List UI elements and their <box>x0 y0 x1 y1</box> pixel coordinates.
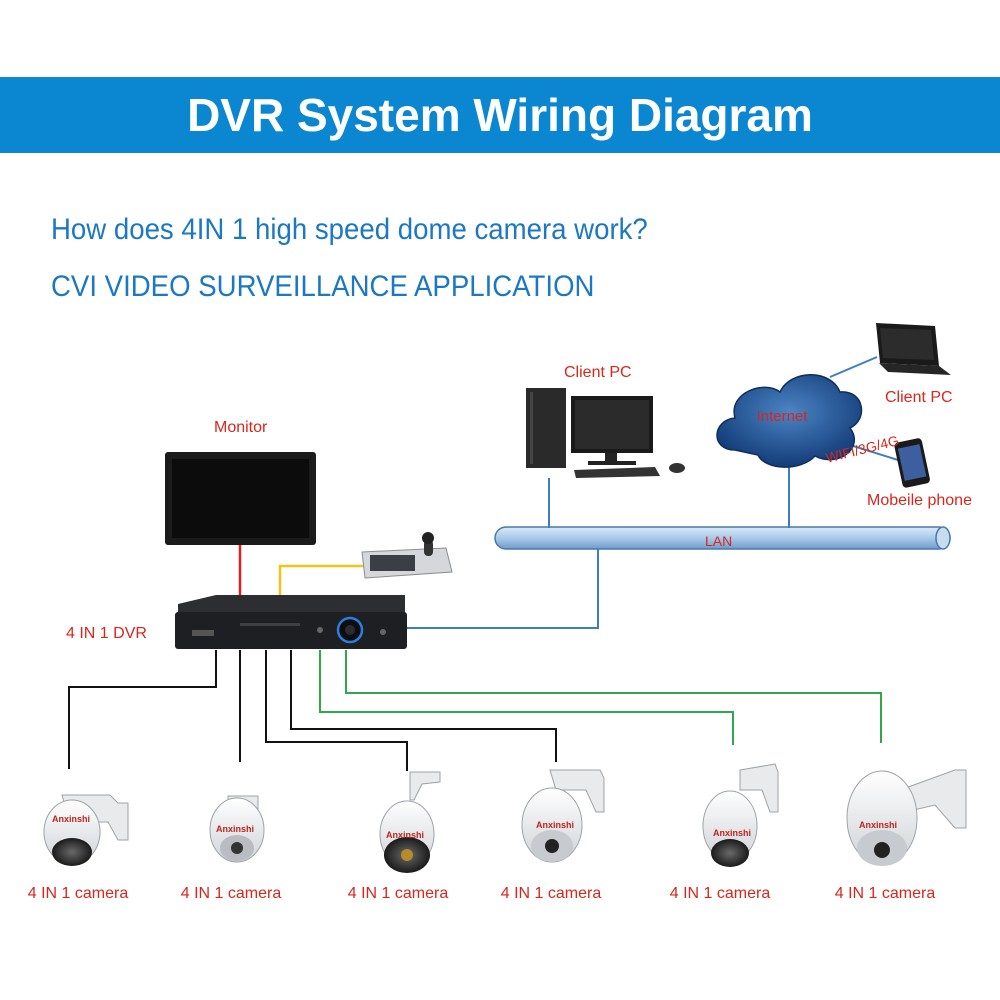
camera-label-2: 4 IN 1 camera <box>180 885 282 902</box>
client-pc-desktop-label: Client PC <box>564 364 632 381</box>
mobile-phone <box>894 438 930 488</box>
camera-label-1: 4 IN 1 camera <box>27 885 129 902</box>
dvr-label: 4 IN 1 DVR <box>66 625 147 642</box>
lan-bus <box>494 526 951 550</box>
brand-mark-4: Anxinshi <box>536 820 574 830</box>
camera-label-6: 4 IN 1 camera <box>834 885 936 902</box>
brand-mark-2: Anxinshi <box>216 824 254 834</box>
camera-cables <box>68 650 882 771</box>
lan-label: LAN <box>705 533 733 549</box>
dvr-device <box>175 595 407 649</box>
camera-label-4: 4 IN 1 camera <box>500 885 602 902</box>
dome-camera-6 <box>846 769 967 866</box>
monitor-device <box>165 452 316 596</box>
dome-camera-2 <box>209 795 265 863</box>
dome-camera-3 <box>379 771 441 873</box>
mobile-phone-label: Mobeile phone <box>867 492 972 509</box>
client-pc-laptop-label: Client PC <box>885 389 953 406</box>
brand-mark-6: Anxinshi <box>859 820 897 830</box>
camera-label-5: 4 IN 1 camera <box>669 885 771 902</box>
keyboard-controller <box>278 532 453 597</box>
internet-cloud <box>716 374 863 468</box>
subtitle-question: How does 4IN 1 high speed dome camera wo… <box>51 213 648 246</box>
dome-camera-1 <box>43 794 129 866</box>
subtitle-application: CVI VIDEO SURVEILLANCE APPLICATION <box>51 270 595 303</box>
camera-brand-marks: Anxinshi Anxinshi Anxinshi Anxinshi Anxi… <box>52 814 897 840</box>
brand-mark-5: Anxinshi <box>713 828 751 838</box>
brand-mark-1: Anxinshi <box>52 814 90 824</box>
desktop-pc <box>526 388 685 478</box>
network-cables <box>405 356 899 629</box>
laptop <box>876 323 951 375</box>
page-title: DVR System Wiring Diagram <box>187 89 813 141</box>
dome-camera-4 <box>521 769 605 863</box>
internet-label: Internet <box>757 408 809 425</box>
brand-mark-3: Anxinshi <box>386 830 424 840</box>
dome-camera-5 <box>702 763 779 867</box>
camera-label-3: 4 IN 1 camera <box>347 885 449 902</box>
title-banner: DVR System Wiring Diagram <box>0 77 1000 153</box>
monitor-label: Monitor <box>214 419 268 436</box>
